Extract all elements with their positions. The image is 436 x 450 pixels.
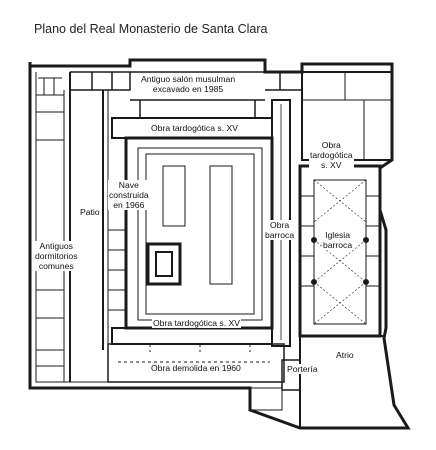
- garden-bed: [209, 165, 233, 285]
- label-patio: Patio: [79, 207, 101, 217]
- southwest-room: [249, 387, 283, 411]
- bay-walls: [36, 77, 64, 367]
- tardo-east-divisions: [302, 72, 392, 160]
- cloister-inner: [137, 147, 263, 321]
- label-antiguos-dormitorios: Antiguos dormitorios comunes: [34, 241, 79, 271]
- label-iglesia-barroca: Iglesia barroca: [322, 230, 354, 250]
- tardo-bottom-band: [111, 327, 273, 345]
- page-title: Plano del Real Monasterio de Santa Clara: [34, 22, 268, 36]
- church-chapels: [300, 195, 380, 287]
- label-obra-tardogotica-bottom: Obra tardogótica s. XV: [152, 318, 241, 328]
- demolished-divisions: [118, 344, 270, 363]
- cloister-outer: [124, 136, 274, 330]
- fountain-outer: [146, 242, 182, 286]
- label-obra-barroca: Obra barroca: [264, 220, 296, 240]
- porteria-room: [281, 359, 301, 391]
- label-obra-demolida: Obra demolida en 1960: [150, 363, 242, 373]
- church-vaults: [313, 179, 367, 325]
- label-porteria: Portería: [286, 364, 319, 374]
- nave-rooms: [108, 229, 126, 311]
- label-nave-construida: Nave construida en 1966: [108, 180, 150, 210]
- label-obra-tardogotica-top: Obra tardogótica s. XV: [150, 123, 239, 133]
- cloister-garden: [145, 153, 255, 315]
- garden-bed: [162, 165, 186, 227]
- church-pier: [363, 279, 369, 285]
- fountain-inner: [155, 251, 173, 277]
- demolished-band: [107, 343, 285, 383]
- label-obra-tardogotica-east: Obra tardogótica s. XV: [309, 140, 354, 170]
- church-nave: [313, 179, 367, 325]
- label-antiguo-salon: Antiguo salón musulman excavado en 1985: [140, 74, 237, 94]
- church-pier: [311, 279, 317, 285]
- church-pier: [363, 237, 369, 243]
- label-atrio: Atrio: [335, 350, 355, 360]
- church-pier: [311, 237, 317, 243]
- church-walls: [298, 164, 382, 338]
